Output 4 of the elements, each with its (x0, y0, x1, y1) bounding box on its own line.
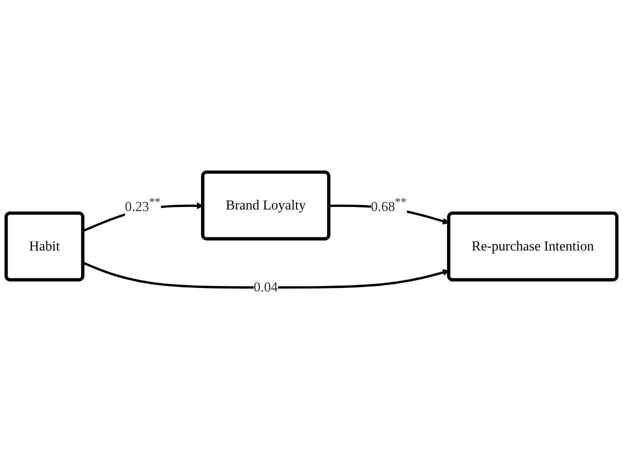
edge-label: 0.23$^{**}$ (124, 196, 161, 214)
arrow (82, 261, 450, 288)
edge-label: 0.04 (254, 278, 278, 294)
edge-label: 0.68$^{**}$ (370, 196, 407, 214)
